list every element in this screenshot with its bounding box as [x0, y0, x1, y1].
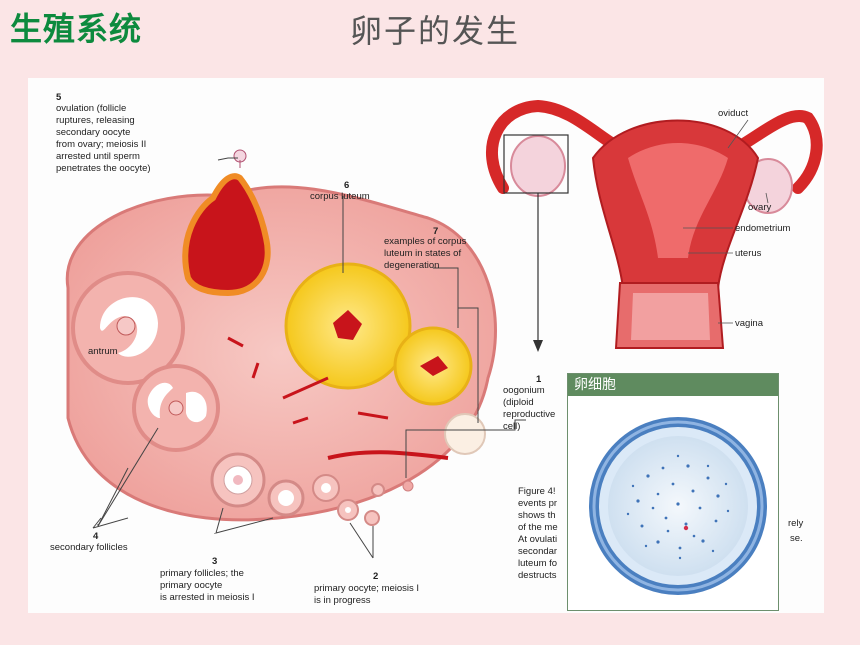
- oviduct-right: [722, 110, 823, 194]
- zoom-box: [503, 134, 569, 194]
- corpus-albicans: [444, 413, 486, 455]
- label-primary-oocyte: primary oocyte; meiosis I is in progress: [314, 583, 420, 606]
- label-oogonium: oogonium (diploid reproductive cell): [503, 385, 556, 432]
- label-vagina: vagina: [735, 318, 763, 329]
- micrograph-title: 卵细胞: [568, 374, 778, 396]
- label-uterus: uterus: [735, 248, 762, 259]
- caption-fragment-rely: rely: [788, 518, 804, 529]
- ovary-oogenesis-figure: 5 ovulation (follicle ruptures, releasin…: [28, 78, 824, 613]
- label-primary-follicles: primary follicles; the primary oocyte is…: [160, 568, 255, 603]
- label-secondary-follicles: secondary follicles: [50, 542, 128, 553]
- label-ovulation: ovulation (follicle ruptures, releasing …: [56, 103, 151, 174]
- egg-cell-micrograph: [568, 396, 778, 610]
- label-number-5: 5: [56, 92, 62, 103]
- ovary-illustration: [65, 99, 823, 559]
- oviduct-left: [486, 99, 634, 194]
- label-antrum: antrum: [88, 346, 118, 357]
- label-number-7: 7: [433, 226, 439, 237]
- label-number-3: 3: [212, 556, 218, 567]
- ovary-left: [510, 135, 566, 197]
- figure-caption: Figure 4! events pr shows th of the me A…: [518, 486, 558, 581]
- label-endometrium: endometrium: [735, 223, 791, 234]
- label-number-4: 4: [93, 531, 99, 542]
- label-oviduct: oviduct: [718, 108, 749, 119]
- egg-cell-micrograph-panel: 卵细胞: [567, 373, 779, 611]
- label-degeneration: examples of corpus luteum in states of d…: [384, 236, 467, 271]
- label-corpus-luteum: corpus luteum: [310, 191, 370, 202]
- uterus-illustration: [486, 99, 823, 352]
- oogonium-cell: [402, 480, 414, 492]
- primary-oocyte-2: [364, 510, 380, 526]
- label-number-6: 6: [344, 180, 350, 191]
- label-ovary: ovary: [748, 202, 772, 213]
- section-title: 生殖系统: [10, 10, 143, 48]
- label-number-2: 2: [373, 571, 379, 582]
- label-number-1: 1: [536, 374, 542, 385]
- caption-fragment-se: se.: [790, 533, 803, 544]
- primary-oocyte-3: [371, 483, 385, 497]
- ovulation-rupture: [182, 173, 271, 297]
- slide-title: 卵子的发生: [350, 12, 521, 50]
